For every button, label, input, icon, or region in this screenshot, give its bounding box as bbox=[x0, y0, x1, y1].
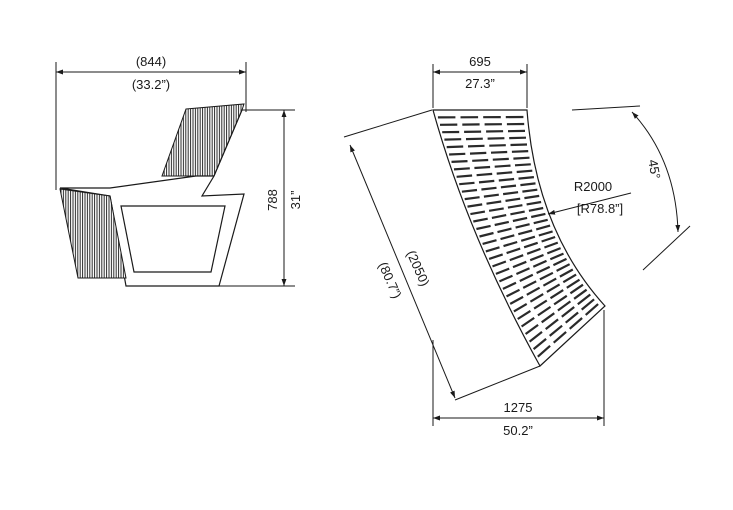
plan-slat bbox=[512, 151, 528, 152]
curved-bench-outline bbox=[433, 110, 605, 366]
frame-opening bbox=[121, 206, 225, 272]
radius-mm: R2000 bbox=[574, 179, 612, 194]
plan-slat bbox=[454, 168, 470, 169]
plan-slat bbox=[511, 145, 528, 146]
plan-length-extension-bottom bbox=[455, 366, 540, 400]
plan-bottom-width-mm: 1275 bbox=[504, 400, 533, 415]
side-width-in: (33.2”) bbox=[132, 77, 170, 92]
plan-slat bbox=[449, 154, 465, 155]
angle-extension-top bbox=[572, 106, 640, 110]
plan-slat bbox=[479, 181, 494, 183]
side-height-mm: 788 bbox=[265, 189, 280, 211]
side-width-mm: (844) bbox=[136, 54, 166, 69]
plan-length-line bbox=[350, 145, 455, 398]
plan-length-mm: (2050) bbox=[404, 248, 433, 288]
plan-slat bbox=[499, 179, 514, 181]
angle-extension-bottom bbox=[643, 226, 690, 270]
plan-view: 695 27.3” (2050) (80.7”) R2000 [R78.8”] … bbox=[344, 54, 690, 438]
plan-slat bbox=[470, 153, 486, 154]
plan-slat bbox=[513, 158, 529, 159]
plan-slat bbox=[468, 146, 485, 147]
plan-slat bbox=[477, 174, 493, 175]
angle-label: 45° bbox=[645, 158, 663, 180]
plan-slat bbox=[452, 161, 468, 162]
plan-slat bbox=[447, 147, 464, 148]
plan-slat bbox=[459, 183, 474, 184]
plan-slat bbox=[491, 152, 507, 153]
plan-top-width-mm: 695 bbox=[469, 54, 491, 69]
plan-length-extension-top bbox=[344, 110, 432, 137]
plan-slat bbox=[489, 145, 506, 146]
side-height-in: 31” bbox=[288, 191, 303, 210]
plan-slat bbox=[519, 177, 534, 179]
plan-slat bbox=[497, 172, 513, 173]
plan-bottom-width-in: 50.2” bbox=[503, 423, 533, 438]
plan-slat bbox=[495, 166, 511, 167]
plan-slat bbox=[457, 176, 473, 177]
plan-slat bbox=[493, 159, 509, 160]
plan-slat bbox=[474, 167, 490, 168]
plan-slat bbox=[472, 160, 488, 161]
radius-in: [R78.8”] bbox=[577, 201, 623, 216]
plan-slat bbox=[515, 164, 531, 165]
side-view: (844) (33.2”) 788 31” bbox=[56, 54, 303, 286]
backrest bbox=[162, 104, 244, 176]
plan-slat bbox=[517, 171, 533, 172]
plan-top-width-in: 27.3” bbox=[465, 76, 495, 91]
